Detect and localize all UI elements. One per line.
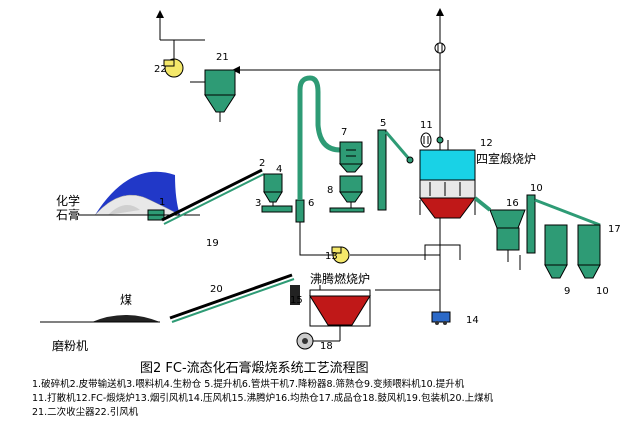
product-bins [544, 224, 601, 279]
coal-pile [92, 315, 160, 322]
powder-separator [338, 141, 364, 173]
raw-powder-bin [263, 173, 283, 210]
screening-bin [339, 175, 363, 210]
num-6: 6 [308, 198, 314, 209]
feeder [261, 205, 293, 213]
num-17: 17 [608, 224, 621, 235]
disperser [420, 132, 432, 148]
num-3: 3 [255, 198, 261, 209]
valve-icon [436, 136, 444, 144]
chem-gypsum-label-2: 石膏 [56, 207, 80, 222]
num-13: 13 [325, 251, 338, 262]
elevator [377, 129, 412, 211]
gypsum-pile [94, 171, 181, 216]
num-1: 1 [159, 197, 165, 208]
valve-icon [406, 156, 414, 164]
pipe-dryer [295, 75, 341, 223]
num-18: 18 [320, 341, 333, 352]
num-8: 8 [327, 185, 333, 196]
soaking-bin [473, 196, 526, 262]
flue-induced-fan [331, 246, 350, 264]
figure-caption: 图2 FC-流态化石膏煅烧系统工艺流程图 [140, 361, 369, 376]
variable-frequency-feeder [329, 207, 365, 213]
arrow-up-icon [436, 8, 444, 16]
legend: 1.破碎机2.皮带输送机3.喂料机4.生粉仓 5.提升机6.管烘干机7.降粉器8… [32, 378, 622, 420]
four-chamber-furnace-label: 四室煅烧炉 [476, 151, 536, 166]
num-20: 20 [210, 284, 223, 295]
legend-line-1: 1.破碎机2.皮带输送机3.喂料机4.生粉仓 5.提升机6.管烘干机7.降粉器8… [32, 379, 465, 390]
air-compressor [431, 311, 451, 325]
num-9: 9 [564, 286, 570, 297]
num-16: 16 [506, 198, 519, 209]
num-21: 21 [216, 52, 229, 63]
induced-draft-fan [163, 40, 184, 78]
num-19: 19 [206, 238, 219, 249]
num-4: 4 [276, 164, 282, 175]
equipment-labels: 化学 石膏 煤 磨粉机 四室煅烧炉 沸腾燃烧炉 [52, 151, 536, 353]
num-5: 5 [380, 118, 386, 129]
grinder-label: 磨粉机 [52, 339, 88, 353]
blower [296, 326, 341, 350]
num-2: 2 [259, 158, 265, 169]
num-14: 14 [466, 315, 479, 326]
legend-line-3: 21.二次收尘器22.引风机 [32, 407, 139, 418]
num-10b: 10 [596, 286, 609, 297]
num-7: 7 [341, 127, 347, 138]
coal-conveyor [169, 273, 295, 323]
chem-gypsum-label-1: 化学 [56, 193, 80, 208]
coal-label: 煤 [120, 293, 132, 307]
secondary-dust-collector [190, 69, 236, 122]
arrow-up-icon [156, 10, 164, 18]
num-11: 11 [420, 120, 433, 131]
num-22: 22 [154, 64, 167, 75]
boiling-furnace-label: 沸腾燃烧炉 [310, 271, 370, 286]
belt-conveyor [161, 168, 265, 225]
arrow-left-icon [232, 66, 240, 74]
num-12: 12 [480, 138, 493, 149]
equipment-numbers: 1 2 3 4 5 6 7 8 9 10 11 12 13 14 15 16 1… [154, 52, 621, 352]
legend-line-2: 11.打散机12.FC-煅烧炉13.烟引风机14.压风机15.沸腾炉16.均热仓… [32, 393, 494, 404]
num-15: 15 [290, 295, 303, 306]
four-chamber-calciner [419, 140, 476, 219]
elevator-2 [526, 194, 601, 254]
num-10: 10 [530, 183, 543, 194]
